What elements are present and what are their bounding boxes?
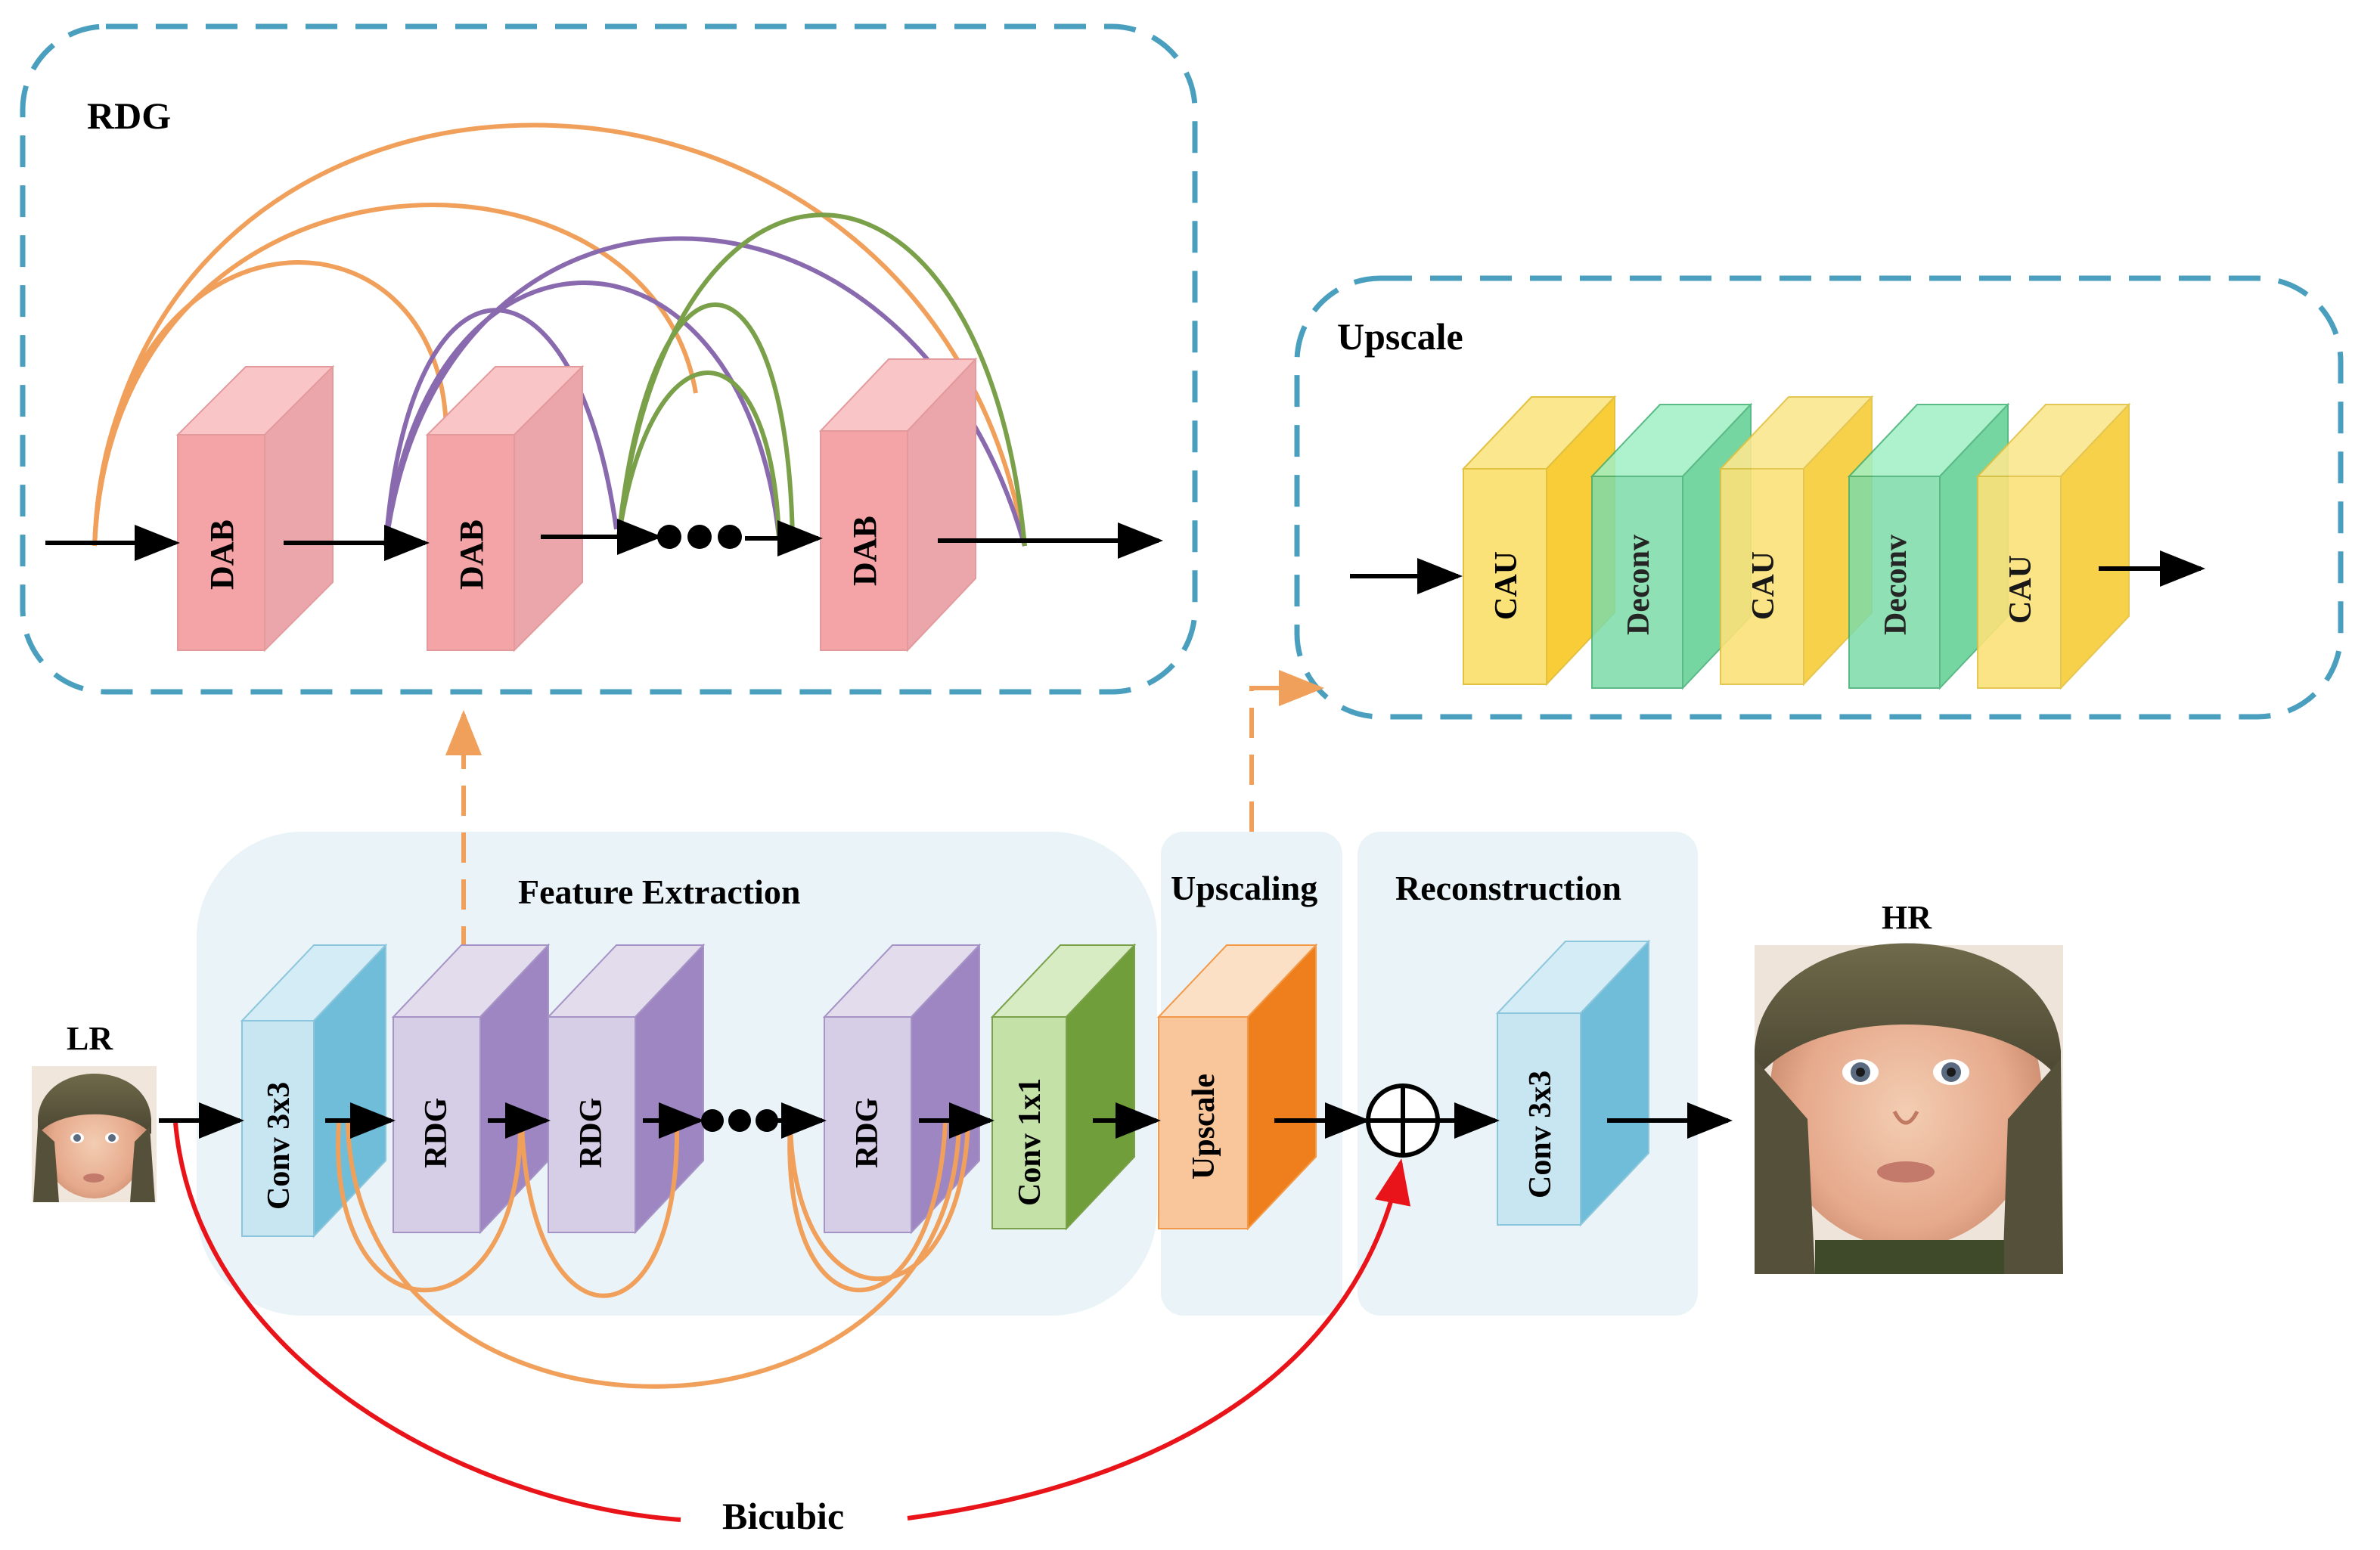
upscale-zoom-arrow — [1249, 670, 1324, 832]
rdg-ellipsis — [657, 525, 742, 549]
global-skip-arcs — [336, 1122, 970, 1389]
upscale-group: Upscale CAU Deconv CAU Deconv — [1294, 275, 2344, 720]
rdg-label-1: RDG — [419, 1098, 454, 1168]
rdg-label-2: RDG — [574, 1098, 609, 1168]
rdg-title: RDG — [87, 95, 171, 137]
conv-out-label: Conv 3x3 — [1523, 1071, 1558, 1198]
upscale-block-label: Upscale — [1187, 1074, 1221, 1180]
hr-label: HR — [1882, 899, 1932, 936]
rdg-dashed-frame — [20, 23, 1198, 695]
lr-image — [32, 1066, 157, 1202]
rdg-group: RDG DAB DAB — [20, 23, 1198, 695]
bicubic-path-right — [907, 1158, 1410, 1521]
cau-label-3: CAU — [2003, 555, 2038, 624]
cau-block-3: CAU — [1975, 402, 2131, 690]
conv-in-block: Conv 3x3 — [240, 943, 388, 1238]
dab-block-3: DAB — [818, 357, 978, 653]
rdg-flow-arrows — [45, 519, 1163, 561]
lr-label: LR — [67, 1020, 113, 1057]
dab-label-2: DAB — [453, 519, 490, 590]
upscaling-title: Upscaling — [1171, 869, 1317, 907]
cau-label-2: CAU — [1746, 551, 1781, 620]
upscale-block: Upscale — [1156, 943, 1318, 1231]
rdg-green-skips — [616, 212, 1027, 547]
conv-1x1-block: Conv 1x1 — [990, 943, 1137, 1231]
upscale-dashed-frame — [1294, 275, 2344, 720]
deconv-label-1: Deconv — [1621, 535, 1656, 635]
feature-extraction-title: Feature Extraction — [518, 873, 800, 911]
rdg-block-2: RDG — [546, 943, 706, 1235]
dab-block-2: DAB — [425, 364, 585, 653]
hr-image — [1755, 943, 2063, 1274]
main-ellipsis — [701, 1109, 778, 1132]
rdg-orange-skips — [92, 122, 1027, 547]
reconstruction-title: Reconstruction — [1395, 869, 1621, 907]
cau-label-1: CAU — [1489, 551, 1524, 620]
dab-label-1: DAB — [203, 519, 240, 590]
bicubic-label: Bicubic — [722, 1495, 844, 1537]
deconv-label-2: Deconv — [1879, 535, 1913, 635]
conv-out-block: Conv 3x3 — [1495, 939, 1651, 1227]
bicubic-path-left — [173, 1122, 681, 1522]
dab-label-3: DAB — [846, 516, 883, 586]
rdg-block-3: RDG — [822, 943, 982, 1235]
sum-node — [1366, 1083, 1440, 1158]
rdg-block-1: RDG — [391, 943, 551, 1235]
conv-in-label: Conv 3x3 — [262, 1082, 296, 1210]
conv-1x1-label: Conv 1x1 — [1013, 1078, 1047, 1206]
rdg-label-3: RDG — [850, 1098, 885, 1168]
upscale-title: Upscale — [1337, 315, 1463, 358]
dab-block-1: DAB — [175, 364, 335, 653]
